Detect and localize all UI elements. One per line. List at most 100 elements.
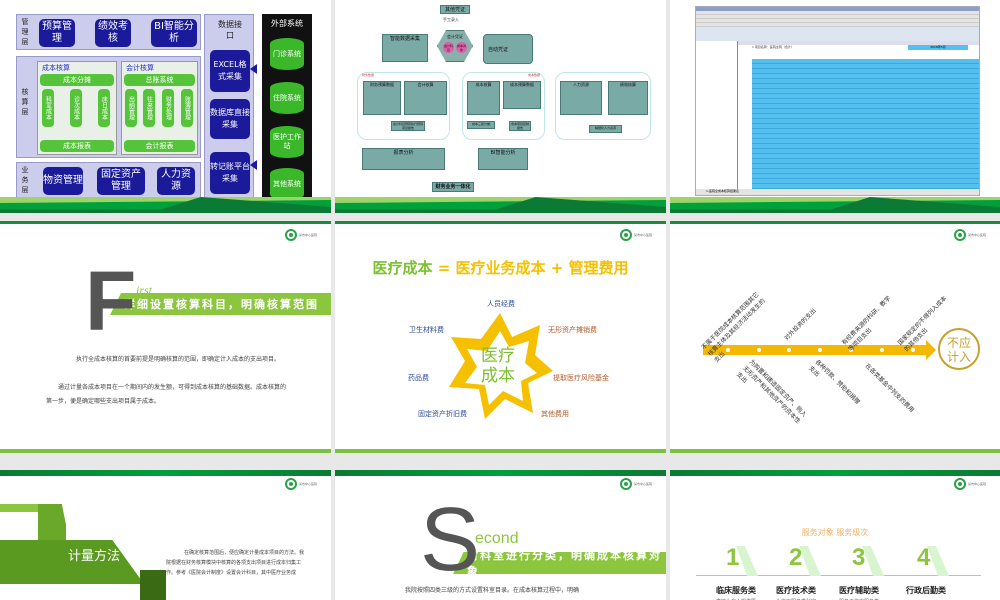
slide-architecture[interactable]: 管理层 预算管理 绩效考核 BI智能分析 核算层 成本核算 成本分摊 科室成本 … bbox=[0, 0, 331, 213]
book-mgmt: 账簿管理 bbox=[181, 89, 193, 127]
green-footer-band bbox=[0, 197, 331, 213]
menu-bar[interactable] bbox=[696, 11, 979, 15]
star-icon bbox=[449, 313, 553, 419]
arrow-left-icon bbox=[250, 64, 257, 74]
cost-data-region: 成本数据 成本核算 成本预算数据 成本三级分摊 成本项目控制报告 bbox=[462, 72, 545, 140]
hospital-logo: 某市中心医院 bbox=[285, 229, 323, 241]
cost-formula: 医疗成本 = 医疗业务成本 + 管理费用 bbox=[372, 259, 629, 277]
category-name-3: 医疗辅助类 bbox=[839, 585, 879, 595]
hospital-logo: 某市中心医院 bbox=[285, 478, 323, 490]
spreadsheet-window[interactable]: 1 项目名称：医院全院（合计） 2018年5月 1-医院全成本核算结果表 bbox=[695, 6, 980, 196]
data-cells[interactable] bbox=[752, 59, 979, 189]
hospital-logo: 某市中心医院 bbox=[620, 478, 658, 490]
data-interface-label: 数据接口 bbox=[218, 20, 242, 40]
slide-flow-diagram[interactable]: 其他凭证 手工录入 智能数据采集 会计凭证 会计科目 成本对象 自动凭证 财务数… bbox=[335, 0, 666, 213]
below-item-2: 各种罚款、赞助和捐赠支出 bbox=[807, 358, 862, 406]
slide-medical-cost[interactable]: 某市中心医院 医疗成本 = 医疗业务成本 + 管理费用 医疗成本 人员经费 无形… bbox=[335, 221, 666, 453]
not-included-circle: 不应计入 bbox=[938, 328, 980, 370]
smart-data-collection: 智能数据采集 bbox=[382, 34, 428, 62]
slide-first[interactable]: 某市中心医院 详细设置核算科目，明确核算范围 F irst 执行全成本核算的首要… bbox=[0, 221, 331, 453]
ribbon-top bbox=[0, 504, 62, 512]
green-footer-band bbox=[670, 449, 1000, 453]
budget-management: 预算管理 bbox=[39, 19, 75, 47]
divider-line bbox=[696, 575, 981, 576]
sheet-tab[interactable]: 1-医院全成本核算结果表 bbox=[696, 189, 979, 195]
formula-bar[interactable] bbox=[696, 23, 979, 27]
task-pane[interactable] bbox=[696, 41, 738, 189]
cost-accounting-title: 成本核算 bbox=[42, 64, 70, 72]
hospital-logo: 某市中心医院 bbox=[954, 229, 992, 241]
timeline-bar bbox=[703, 345, 928, 355]
sheet-grid[interactable]: 1 项目名称：医院全院（合计） 2018年5月 bbox=[738, 41, 979, 189]
logo-icon bbox=[620, 478, 632, 490]
label-personnel: 人员经费 bbox=[487, 300, 515, 308]
cost-calculation: 成本核算 bbox=[467, 81, 500, 115]
bi-analysis: BI智能分析 bbox=[151, 19, 197, 47]
hr-refined: 精细化人力资源 bbox=[589, 125, 622, 133]
title-bar bbox=[696, 7, 979, 11]
category-name-4: 行政后勤类 bbox=[906, 585, 946, 595]
below-item-1: 为购置和建造固定资产、购入无形资产和其他资产的资本性支出 bbox=[734, 358, 808, 425]
management-layer: 管理层 预算管理 绩效考核 BI智能分析 bbox=[16, 14, 201, 50]
cost-object: 成本对象 bbox=[456, 42, 467, 53]
business-layer: 业务层 物资管理 固定资产管理 人力资源 bbox=[16, 162, 201, 198]
category-name-1: 临床服务类 bbox=[716, 585, 756, 595]
letter-tail: econd bbox=[475, 530, 519, 547]
format-toolbar[interactable] bbox=[696, 19, 979, 23]
accounting-voucher: 会计凭证 会计科目 成本对象 bbox=[437, 30, 473, 62]
general-ledger: 总账系统 bbox=[124, 74, 195, 86]
accounting-calc: 会计核算 bbox=[404, 81, 447, 115]
hr-region: 人力资源 绩效核算 精细化人力资源 bbox=[555, 72, 651, 140]
business-layer-label: 业务层 bbox=[21, 166, 29, 194]
logo-icon bbox=[620, 229, 632, 241]
paragraph-2: 通过计量各成本项目在一个期间内的发生额，可得到成本核算的基础数据。成本核算的第一… bbox=[46, 384, 287, 405]
top-band bbox=[0, 470, 331, 476]
other-voucher: 其他凭证 bbox=[440, 5, 470, 14]
paragraph-1: 执行全成本核算的首要前提是明确核算的范围，即确定计入成本的支出项目。 bbox=[76, 356, 281, 363]
green-footer-band bbox=[670, 197, 1000, 213]
label-intangible: 无形资产摊销费 bbox=[548, 326, 597, 334]
header-row: 1 项目名称：医院全院（合计） bbox=[752, 45, 794, 49]
slide-spreadsheet[interactable]: 1 项目名称：医院全院（合计） 2018年5月 1-医院全成本核算结果表 bbox=[670, 0, 1000, 213]
cost-accounting-group: 成本核算 成本分摊 科室成本 诊次成本 床日成本 成本报表 bbox=[37, 61, 117, 155]
other-systems: 其他系统 bbox=[270, 168, 304, 200]
label-drugs: 药品费 bbox=[408, 374, 429, 382]
external-systems: 外部系统 门诊系统 住院系统 医护工作站 其他系统 bbox=[262, 14, 312, 200]
slide-measurement[interactable]: 某市中心医院 计量方法 在确定核算范围后，便应确定计量成本项目的方法。我院根据在… bbox=[0, 470, 331, 600]
logo-icon bbox=[954, 478, 966, 490]
slide-second[interactable]: 某市中心医院 对科室进行分类，明确成本核算对象 S econd 我院按照四类三级… bbox=[335, 470, 666, 600]
excel-collection: EXCEL格式采集 bbox=[210, 50, 250, 92]
cost-budget-data: 成本预算数据 bbox=[503, 81, 541, 109]
category-number-2: 2 bbox=[789, 544, 803, 571]
report-analysis: 报表分析 bbox=[362, 148, 445, 170]
finance-data-region: 财务数据 财务预算数据 会计核算 会计科目预算执行预算项目报告 bbox=[357, 72, 450, 140]
ribbon-label: 计量方法 bbox=[68, 549, 121, 564]
logo-icon bbox=[285, 229, 297, 241]
dept-cost: 科室成本 bbox=[42, 89, 54, 127]
manual-entry-label: 手工录入 bbox=[443, 17, 459, 22]
label-risk-fund: 提取医疗风险基金 bbox=[553, 374, 609, 382]
subtitle: 服务对象 服务级次 bbox=[801, 528, 869, 537]
accounting-layer: 核算层 成本核算 成本分摊 科室成本 诊次成本 床日成本 成本报表 会计核算 总… bbox=[16, 56, 201, 158]
category-number-3: 3 bbox=[852, 544, 866, 571]
logo-icon bbox=[285, 478, 297, 490]
bed-day-cost: 床日成本 bbox=[98, 89, 110, 127]
toolbar[interactable] bbox=[696, 15, 979, 19]
slide-not-included[interactable]: 某市中心医院 不应计入 不属于医院成本核算范围其它核算主体及其经济活动发生的支出… bbox=[670, 221, 1000, 453]
database-collection: 数据库直接采集 bbox=[210, 99, 250, 139]
cost-report: 成本报表 bbox=[40, 140, 114, 152]
cost-three-level-allocation: 成本三级分摊 bbox=[467, 121, 495, 129]
finance-budget-data: 财务预算数据 bbox=[363, 81, 401, 115]
label-materials: 卫生材料费 bbox=[409, 326, 444, 334]
slide-categories[interactable]: 某市中心医院 服务对象 服务级次 1 临床服务类 直接为病人提供医疗服务，并 2… bbox=[670, 470, 1000, 600]
top-band bbox=[670, 221, 1000, 224]
accounting-report: 会计报表 bbox=[124, 140, 195, 152]
category-name-2: 医疗技术类 bbox=[776, 585, 816, 595]
above-item-3: 有经费来源的科研、教学等项目支出 bbox=[840, 295, 893, 353]
top-band bbox=[670, 470, 1000, 476]
column-headers bbox=[738, 41, 979, 45]
center-label: 医疗成本 bbox=[481, 346, 515, 386]
finance-processing: 财务处理 bbox=[162, 89, 174, 127]
logo-icon bbox=[954, 229, 966, 241]
arrow-head-icon bbox=[926, 340, 936, 360]
